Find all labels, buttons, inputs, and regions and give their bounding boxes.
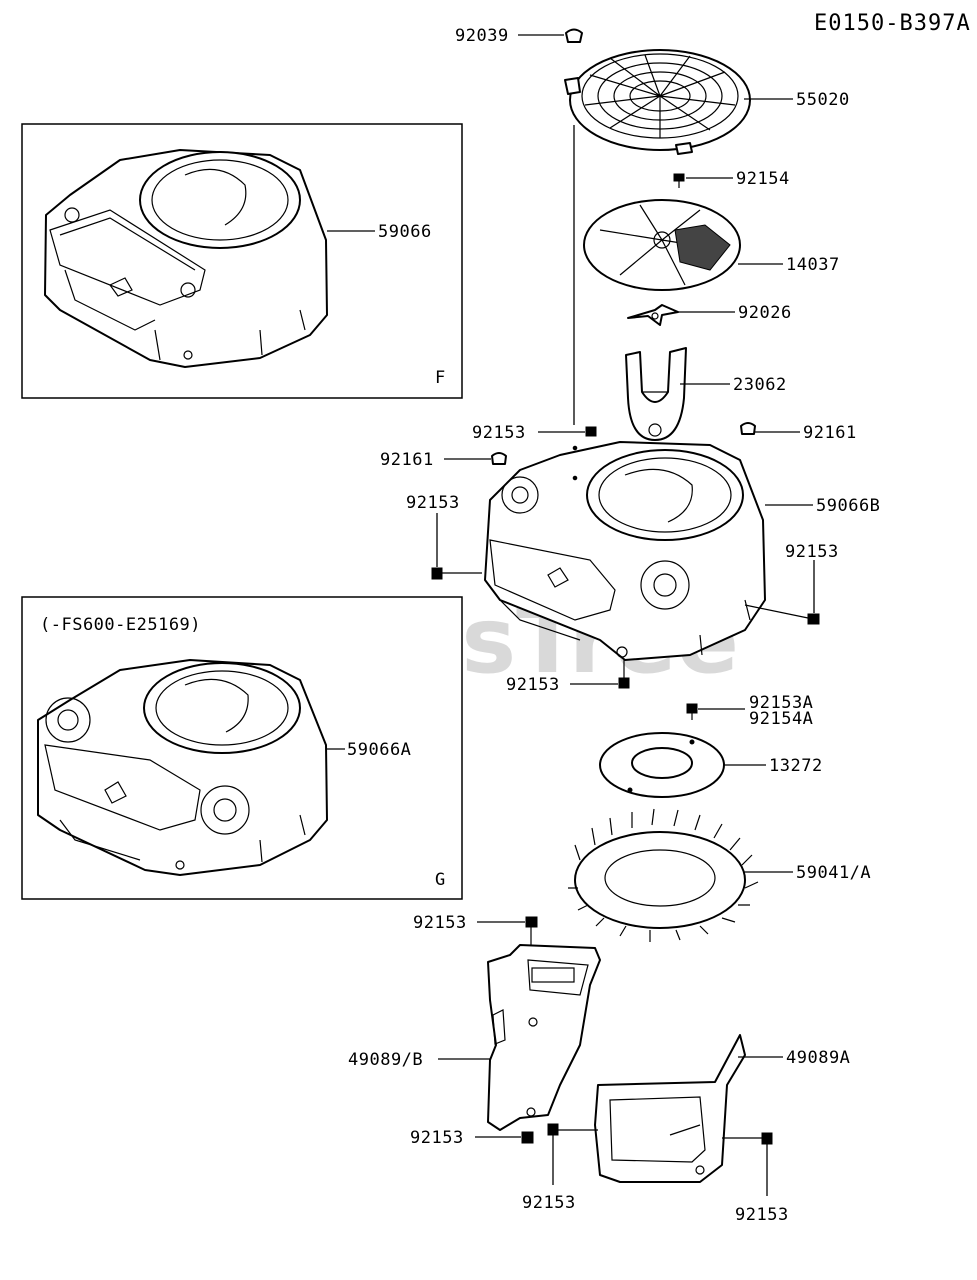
blower-housing-f bbox=[44, 149, 328, 368]
part-92153-lowleft bbox=[521, 1131, 534, 1144]
part-92153-lowmid bbox=[547, 1123, 598, 1136]
label-92161-left: 92161 bbox=[380, 450, 434, 470]
part-59041A-fan bbox=[568, 808, 759, 942]
part-92153-shield bbox=[525, 916, 538, 945]
part-92026 bbox=[627, 304, 679, 326]
part-92153-bottom bbox=[618, 660, 630, 689]
label-59066A: 59066A bbox=[347, 740, 411, 760]
label-92161-right: 92161 bbox=[803, 423, 857, 443]
label-13272: 13272 bbox=[769, 756, 823, 776]
part-13272-plate bbox=[599, 732, 725, 798]
label-92039: 92039 bbox=[455, 26, 509, 46]
label-92153-left: 92153 bbox=[406, 493, 460, 513]
label-49089B: 49089/B bbox=[348, 1050, 423, 1070]
part-49089A-shield bbox=[594, 1034, 746, 1183]
label-92153A: 92153A bbox=[749, 693, 813, 713]
label-59066: 59066 bbox=[378, 222, 432, 242]
inset-box-g: (-FS600-E25169) 59066A G bbox=[21, 596, 463, 900]
label-92153-lowright: 92153 bbox=[735, 1205, 789, 1225]
label-92153-bottom: 92153 bbox=[506, 675, 560, 695]
label-92153-shield: 92153 bbox=[413, 913, 467, 933]
part-92153-top bbox=[585, 426, 597, 437]
part-92153-left bbox=[431, 567, 482, 580]
blower-housing-g bbox=[37, 659, 328, 876]
part-92153-right bbox=[744, 604, 820, 625]
part-59066B-housing bbox=[484, 441, 766, 661]
diagram-code: E0150-B397A bbox=[814, 11, 971, 36]
label-92153-top: 92153 bbox=[472, 423, 526, 443]
part-92161-right bbox=[740, 422, 756, 435]
part-14037-plate bbox=[583, 199, 741, 291]
part-92153A bbox=[686, 703, 698, 720]
inset-box-f: 59066 F bbox=[21, 123, 463, 399]
label-92154A: 92154A bbox=[749, 709, 813, 729]
label-59066B: 59066B bbox=[816, 496, 880, 516]
inset-letter-f: F bbox=[435, 368, 445, 388]
part-92161-left bbox=[491, 452, 507, 465]
part-92153-lowright bbox=[722, 1132, 773, 1145]
part-92039 bbox=[565, 28, 583, 43]
label-92154: 92154 bbox=[736, 169, 790, 189]
part-55020-screen bbox=[564, 49, 751, 155]
label-59041A: 59041/A bbox=[796, 863, 871, 883]
label-92153-lowmid: 92153 bbox=[522, 1193, 576, 1213]
label-92153-right: 92153 bbox=[785, 542, 839, 562]
label-92153-lowleft: 92153 bbox=[410, 1128, 464, 1148]
label-49089A: 49089A bbox=[786, 1048, 850, 1068]
label-23062: 23062 bbox=[733, 375, 787, 395]
label-14037: 14037 bbox=[786, 255, 840, 275]
serial-note: (-FS600-E25169) bbox=[40, 615, 201, 635]
inset-letter-g: G bbox=[435, 870, 445, 890]
label-55020: 55020 bbox=[796, 90, 850, 110]
part-23062-bracket bbox=[625, 347, 687, 441]
part-92154 bbox=[673, 173, 685, 188]
part-49089B-shield bbox=[487, 944, 601, 1131]
label-92026: 92026 bbox=[738, 303, 792, 323]
